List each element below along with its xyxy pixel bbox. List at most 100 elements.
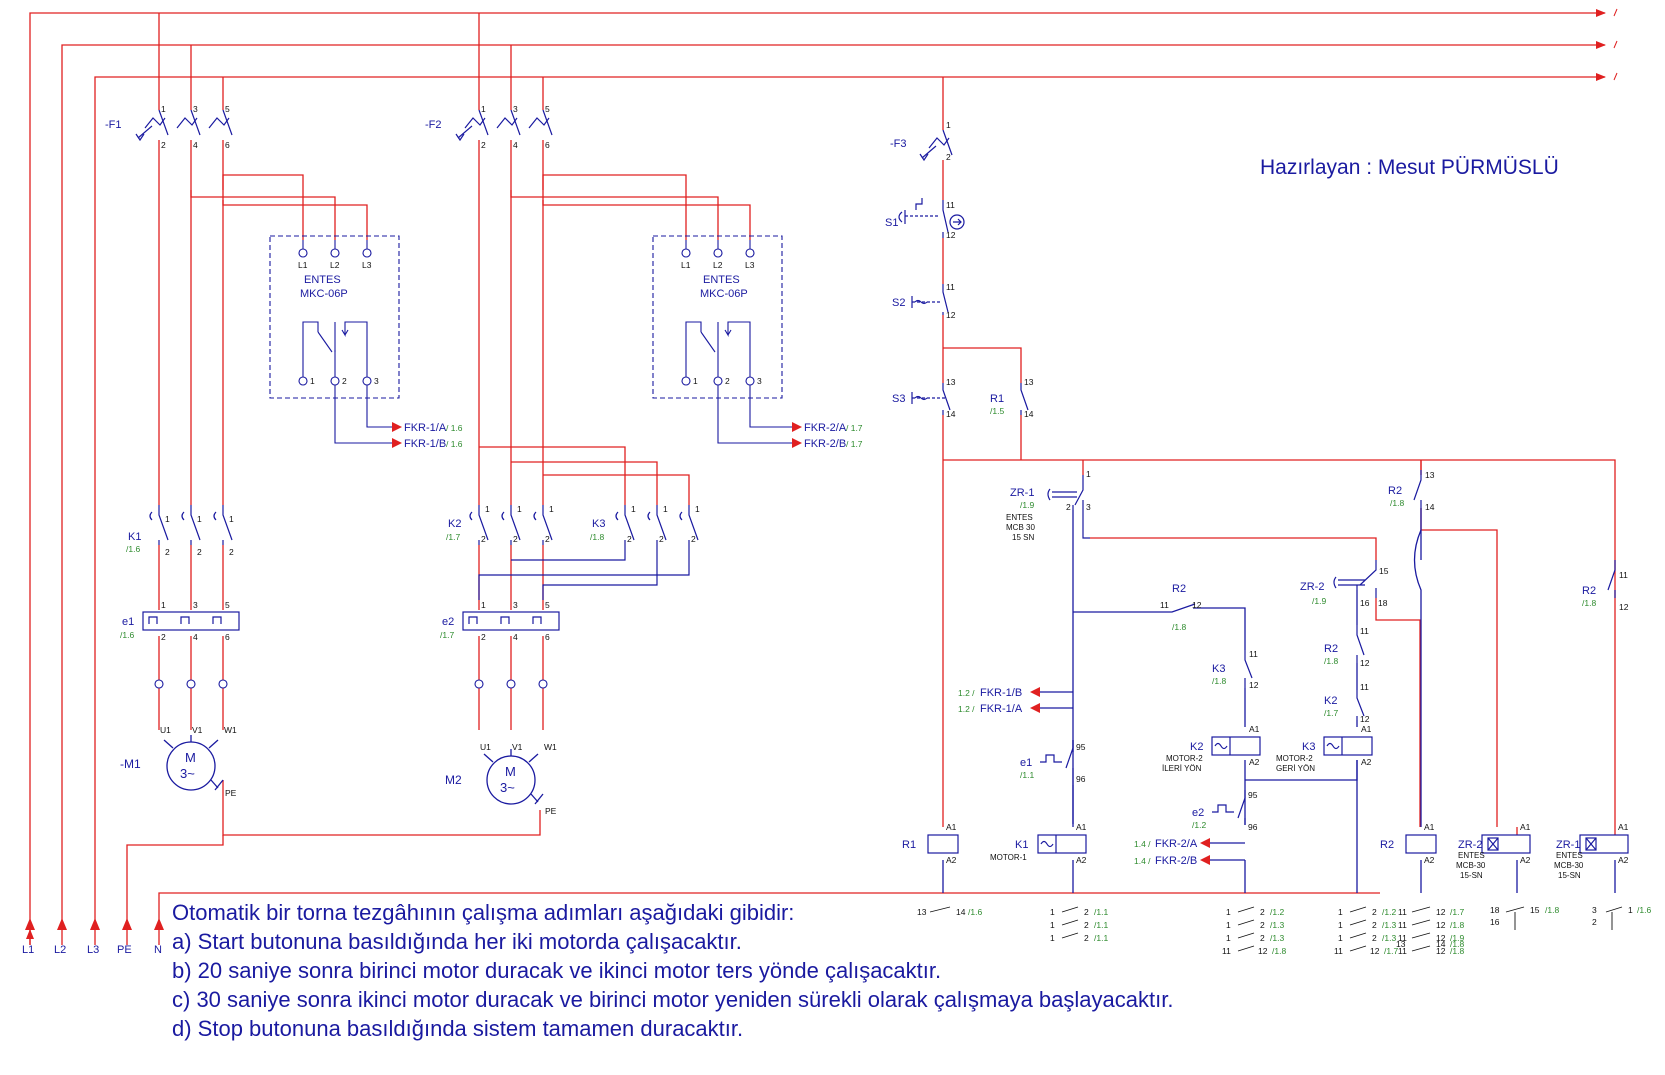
svg-text:/1.3: /1.3 [1382,933,1396,943]
r2-contact-4-ref: /1.8 [1582,598,1596,608]
feedback-3-label: FKR-2/A [1155,838,1198,850]
svg-text:12: 12 [946,230,956,240]
phase-relay-2-brand: ENTES [703,274,740,286]
svg-text:2: 2 [545,534,550,544]
svg-text:2: 2 [627,534,632,544]
svg-text:1: 1 [517,504,522,514]
svg-text:A1: A1 [1424,822,1435,832]
contactor-k1-power [149,505,233,545]
svg-text:1: 1 [663,504,668,514]
svg-text:3: 3 [374,376,379,386]
motor-m1-symbol: M [185,750,196,765]
k2-contact-ref: /1.7 [1324,708,1338,718]
contactor-k2-power [469,505,553,545]
coil-zr2 [1481,834,1531,854]
r1-hold-contact [1020,383,1029,415]
r2-contact-3-label: R2 [1324,643,1338,655]
coil-r1-label: R1 [902,839,916,851]
svg-text:12: 12 [1436,907,1446,917]
svg-text:13: 13 [1425,470,1435,480]
svg-text:16: 16 [1490,917,1500,927]
supply-l2: L2 [54,944,66,956]
feedback-3-ref: 1.4 / [1134,839,1151,849]
coil-zr1-label: ZR-1 [1556,839,1580,851]
svg-text:1: 1 [165,514,170,524]
svg-text:2: 2 [1260,933,1265,943]
coil-k3-label: K3 [1302,741,1315,753]
svg-text:2: 2 [1260,907,1265,917]
svg-text:5: 5 [545,600,550,610]
svg-text:3: 3 [1592,905,1597,915]
feedback-4-ref: 1.4 / [1134,856,1151,866]
svg-text:14: 14 [1425,502,1435,512]
breaker-f2-label: -F2 [425,119,442,131]
svg-text:/1.3: /1.3 [1270,920,1284,930]
author-credit: Hazırlayan : Mesut PÜRMÜSLÜ [1260,156,1559,179]
svg-text:2: 2 [342,376,347,386]
svg-text:1: 1 [481,600,486,610]
svg-text:1: 1 [1338,920,1343,930]
button-s3 [911,383,951,415]
svg-text:95: 95 [1248,790,1258,800]
svg-text:1: 1 [1050,933,1055,943]
svg-text:/1.1: /1.1 [1094,933,1108,943]
coil-r2 [1405,834,1437,854]
svg-text:2: 2 [161,140,166,150]
phase-relay-2-pins: L1 L2 L3 1 2 3 [681,260,762,386]
svg-text:PE: PE [545,806,557,816]
fkr-1b-ref: / 1.6 [446,439,463,449]
coil-zr1-desc-2: MCB-30 [1554,861,1584,870]
svg-text:A1: A1 [1249,724,1260,734]
phase-relay-1-model: MKC-06P [300,288,348,300]
svg-text:1: 1 [197,514,202,524]
svg-text:15: 15 [1379,566,1389,576]
supply-labels: L1 L2 L3 PE N [22,944,162,956]
svg-text:11: 11 [1360,626,1369,636]
svg-text:/1.2: /1.2 [1382,907,1396,917]
svg-text:2: 2 [481,534,486,544]
svg-text:2: 2 [1084,933,1089,943]
svg-text:2: 2 [946,152,951,162]
svg-text:14: 14 [956,907,966,917]
contactor-k3-ref: /1.8 [590,532,604,542]
overload-e2 [462,611,560,631]
svg-text:2: 2 [691,534,696,544]
motor-m1 [163,735,224,791]
svg-text:2: 2 [1084,907,1089,917]
svg-text:13: 13 [1396,939,1406,949]
svg-text:11: 11 [1222,946,1231,956]
r2-contact-3-ref: /1.8 [1324,656,1338,666]
fuse-f3 [919,129,953,162]
svg-text:A2: A2 [1618,855,1629,865]
svg-text:1: 1 [310,376,315,386]
svg-text:/1.7: /1.7 [1450,907,1464,917]
zr2-contact-label: ZR-2 [1300,581,1324,593]
coil-k2-label: K2 [1190,741,1203,753]
r2-contact-11-12-c [1607,560,1616,598]
bus-end-ticks [1613,8,1618,81]
supply-buses [26,9,1606,945]
svg-text:4: 4 [513,632,518,642]
overload-e1 [142,611,240,631]
feedback-arrows [1030,687,1210,865]
svg-text:11: 11 [1398,920,1407,930]
svg-text:16: 16 [1360,598,1370,608]
motor1-power-wiring [158,13,541,836]
svg-text:2: 2 [229,547,234,557]
svg-text:2: 2 [1260,920,1265,930]
svg-text:2: 2 [1372,933,1377,943]
svg-text:14: 14 [946,409,956,419]
svg-text:11: 11 [1398,946,1407,956]
coil-zr2-desc-3: 15-SN [1460,871,1483,880]
r2-contact-1-ref: /1.8 [1390,498,1404,508]
svg-text:/1.9: /1.9 [1450,933,1464,943]
svg-text:A2: A2 [1076,855,1087,865]
svg-text:2: 2 [1066,502,1071,512]
svg-text:2: 2 [1372,920,1377,930]
breaker-f1 [135,109,233,142]
